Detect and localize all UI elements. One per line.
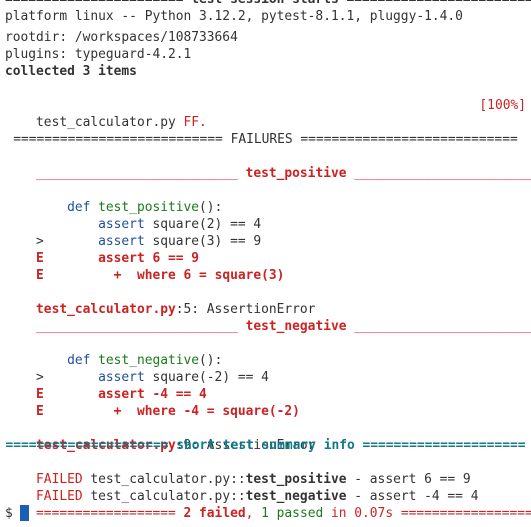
test-positive-title: test_positive: [245, 166, 347, 181]
location-file: test_calculator.py: [36, 302, 176, 317]
summary-test-name: test_negative: [245, 489, 347, 504]
def-name: test_negative: [98, 353, 200, 368]
error-text: + where 6 = square(3): [113, 268, 285, 283]
progress-marks: FF.: [183, 115, 207, 130]
failed-status: FAILED: [36, 489, 83, 504]
error-line: E + where -4 = square(-2): [5, 386, 526, 419]
collected-line: collected 3 items: [5, 64, 137, 79]
location-tail: :5: AssertionError: [175, 302, 316, 317]
error-location: test_calculator.py:5: AssertionError: [5, 284, 526, 317]
error-text: assert 6 == 9: [98, 251, 200, 266]
error-marker: E: [36, 404, 44, 419]
def-keyword: def: [67, 353, 99, 368]
rule-left: __________________________: [36, 319, 246, 334]
line-marker: >: [36, 370, 44, 385]
summary-path: test_calculator.py::: [82, 472, 246, 487]
code-text: square(2) == 4: [152, 217, 262, 232]
error-marker: E: [36, 251, 44, 266]
progress-line: test_calculator.py FF. [100%]: [5, 97, 526, 130]
code-line-failing: > assert square(-2) == 4: [5, 352, 526, 385]
def-tail: ():: [199, 353, 223, 368]
location-tail: :9: AssertionError: [175, 438, 316, 453]
error-line: E assert 6 == 9: [5, 233, 526, 266]
location-file: test_calculator.py: [36, 438, 176, 453]
error-marker: E: [36, 268, 44, 283]
def-line: def test_positive():: [5, 182, 526, 215]
text-cursor[interactable]: [20, 505, 29, 521]
error-line: E + where 6 = square(3): [5, 250, 526, 283]
summary-path: test_calculator.py::: [82, 489, 246, 504]
def-name: test_positive: [98, 200, 200, 215]
summary-detail: - assert -4 == 4: [346, 489, 479, 504]
shell-prompt: $: [5, 506, 13, 521]
code-text: square(-2) == 4: [152, 370, 269, 385]
rule-left: __________________________: [36, 166, 246, 181]
failed-status: FAILED: [36, 472, 83, 487]
error-location: test_calculator.py:9: AssertionError: [5, 420, 526, 453]
result-time: in 0.07s: [323, 506, 394, 521]
error-line: E assert -4 == 4: [5, 369, 526, 402]
progress-percent: [100%]: [479, 98, 526, 113]
failures-rule: =========================== FAILURES ===…: [13, 132, 518, 147]
summary-line: FAILED test_calculator.py::test_positive…: [5, 454, 526, 487]
plugins-line: plugins: typeguard-4.2.1: [5, 47, 192, 62]
summary-line: FAILED test_calculator.py::test_negative…: [5, 471, 526, 504]
result-rule-left: ==================: [36, 506, 184, 521]
assert-keyword: assert: [98, 217, 153, 232]
result-rule: ================== 2 failed, 1 passed in…: [5, 488, 531, 521]
code-line-failing: > assert square(3) == 9: [5, 216, 526, 249]
rule-right: __________________________: [354, 166, 531, 181]
passed-count: 1 passed: [261, 506, 324, 521]
error-text: + where -4 = square(-2): [113, 404, 300, 419]
error-text: assert -4 == 4: [98, 387, 207, 402]
result-rule-right: ==================: [393, 506, 531, 521]
summary-detail: - assert 6 == 9: [346, 472, 471, 487]
summary-test-name: test_positive: [245, 472, 347, 487]
test-negative-title: test_negative: [245, 319, 347, 334]
test-negative-rule: __________________________ test_negative…: [5, 301, 531, 334]
result-sep: ,: [245, 506, 262, 521]
progress-file: test_calculator.py: [36, 115, 184, 130]
line-marker: >: [36, 234, 44, 249]
platform-line: platform linux -- Python 3.12.2, pytest-…: [5, 9, 463, 24]
assert-keyword: assert: [98, 234, 153, 249]
failed-count: 2 failed: [183, 506, 246, 521]
code-text: square(3) == 9: [152, 234, 262, 249]
def-line: def test_negative():: [5, 335, 526, 368]
error-marker: E: [36, 387, 44, 402]
assert-keyword: assert: [98, 370, 153, 385]
def-tail: ():: [199, 200, 223, 215]
session-start-rule: ======================= test session sta…: [5, 0, 531, 8]
code-line: assert square(2) == 4: [5, 199, 526, 232]
rule-right: __________________________: [354, 319, 531, 334]
summary-rule: ===================== short test summary…: [5, 438, 526, 453]
def-keyword: def: [67, 200, 99, 215]
test-positive-rule: __________________________ test_positive…: [5, 148, 531, 181]
rootdir-line: rootdir: /workspaces/108733664: [5, 30, 238, 45]
